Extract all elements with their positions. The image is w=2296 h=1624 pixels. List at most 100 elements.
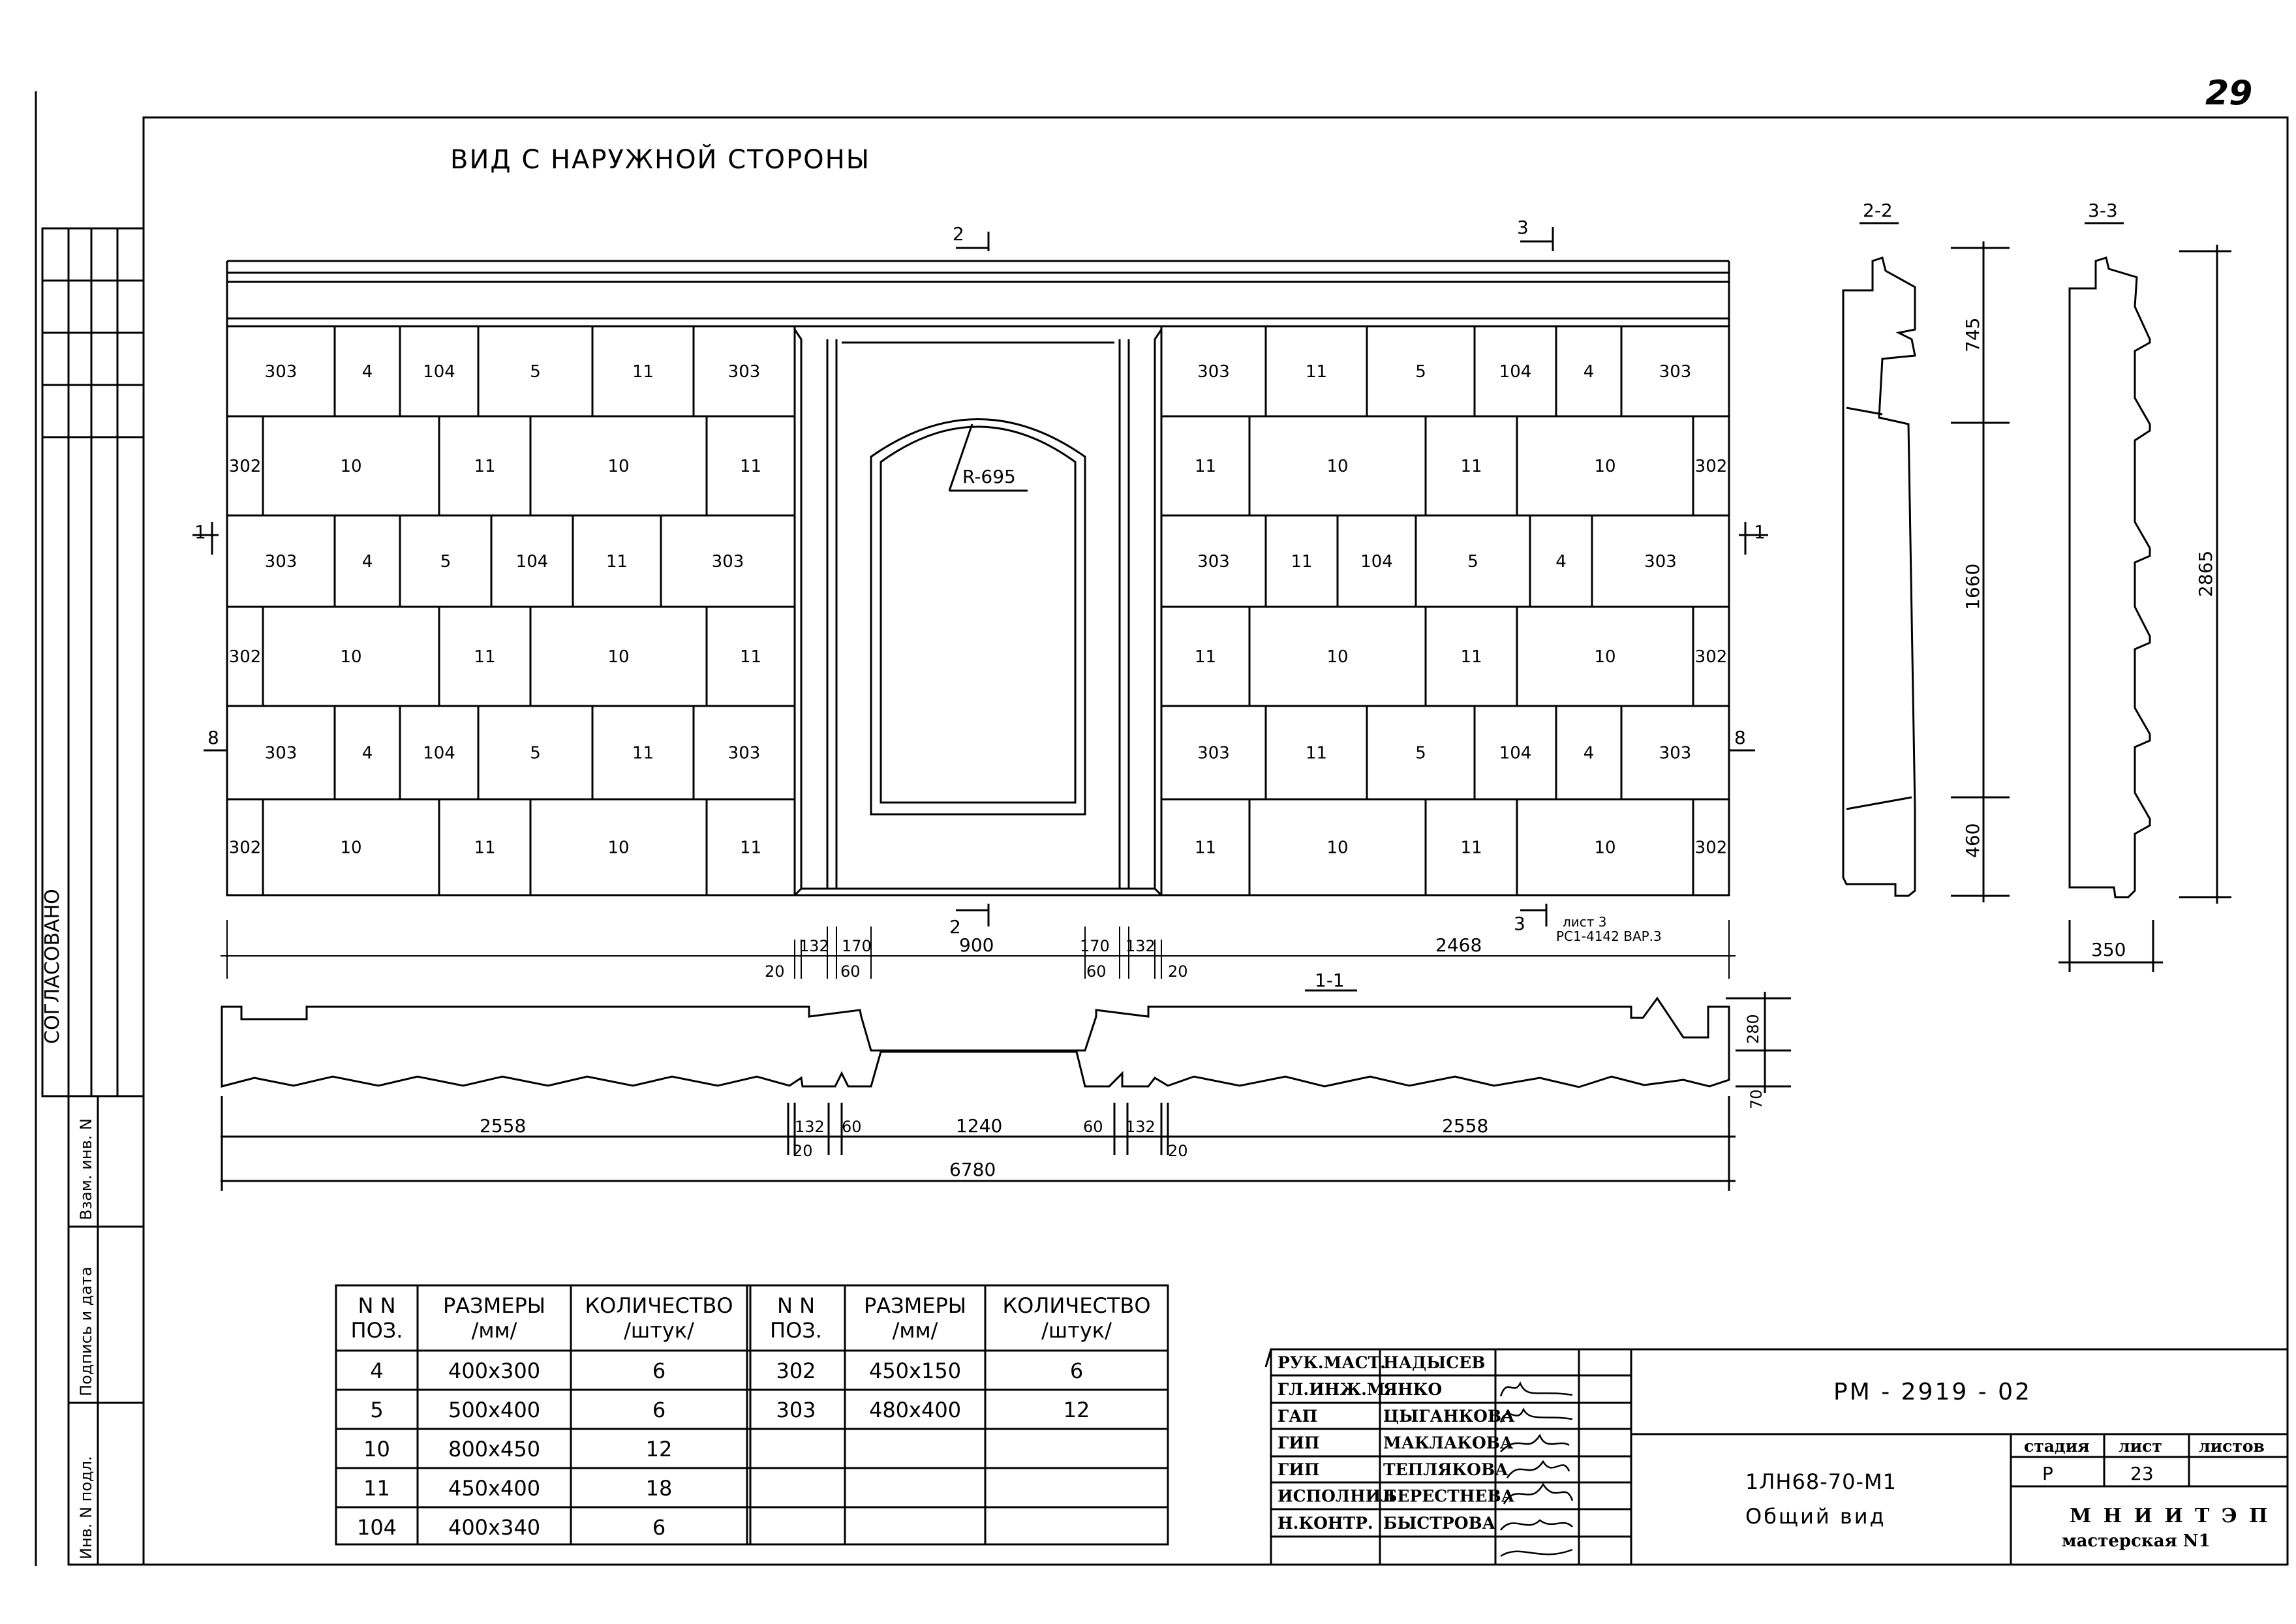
section-mark-1-right: 1 bbox=[1754, 521, 1766, 543]
block-label: 10 bbox=[1594, 838, 1615, 858]
section-title-3-3: 3-3 bbox=[2088, 200, 2118, 221]
dim-plan-1240: 1240 bbox=[956, 1115, 1002, 1137]
block-label: 11 bbox=[632, 362, 654, 382]
block-label: 302 bbox=[229, 457, 262, 476]
spec-cell: 6 bbox=[652, 1358, 666, 1383]
block-label: 11 bbox=[1195, 838, 1216, 858]
dim-top-132-right: 132 bbox=[1125, 937, 1156, 955]
block-label: 10 bbox=[1326, 647, 1348, 667]
spec-header: /мм/ bbox=[472, 1318, 517, 1343]
sheet-value: 23 bbox=[2130, 1463, 2154, 1484]
spec-cell: 500х400 bbox=[448, 1398, 540, 1422]
block-label: 5 bbox=[530, 744, 541, 763]
dim-sec3-2865: 2865 bbox=[2195, 551, 2216, 597]
section-2-2-profile bbox=[1842, 256, 1916, 897]
stamp-name: ЦЫГАНКОВА bbox=[1383, 1407, 1515, 1426]
section-mark-3-top: 3 bbox=[1517, 217, 1529, 238]
block-label: 302 bbox=[1695, 838, 1728, 858]
block-label: 5 bbox=[530, 362, 541, 382]
block-label: 104 bbox=[1499, 362, 1532, 382]
spec-cell: 6 bbox=[1070, 1358, 1083, 1383]
section-title-1-1: 1-1 bbox=[1315, 970, 1345, 991]
block-label: 4 bbox=[362, 362, 373, 382]
dim-sec2-745: 745 bbox=[1962, 318, 1983, 352]
spec-header: /штук/ bbox=[1041, 1318, 1112, 1343]
drawing-code: РМ - 2919 - 02 bbox=[1833, 1379, 2032, 1405]
block-label: 303 bbox=[1644, 552, 1677, 572]
block-label: 11 bbox=[1460, 457, 1482, 476]
right-panel bbox=[1160, 325, 1730, 896]
section-mark-1-left: 1 bbox=[194, 521, 206, 543]
spec-cell: 450х400 bbox=[448, 1476, 540, 1501]
block-label: 11 bbox=[740, 647, 761, 667]
dim-top-20-left: 20 bbox=[765, 962, 785, 981]
stamp-name: БЕРЕСТНЕВА bbox=[1383, 1487, 1515, 1506]
section-mark-8-left: 8 bbox=[207, 727, 219, 748]
signatures bbox=[1499, 1381, 1574, 1557]
block-label: 10 bbox=[1594, 647, 1615, 667]
wall-block bbox=[705, 798, 796, 896]
section-mark-8-right: 8 bbox=[1734, 727, 1746, 748]
section-3-3-profile bbox=[2068, 256, 2151, 898]
spec-header: /штук/ bbox=[624, 1318, 694, 1343]
block-label: 11 bbox=[1195, 647, 1216, 667]
stamp-role: РУК.МАСТ. bbox=[1278, 1353, 1386, 1372]
spec-cell: 6 bbox=[652, 1515, 666, 1540]
sheet-title: Общий вид bbox=[1745, 1504, 1886, 1529]
spec-cell: 12 bbox=[1064, 1398, 1090, 1422]
stamp-label-1: Подпись и дата bbox=[77, 1266, 95, 1396]
section-mark-3-bottom: 3 bbox=[1514, 913, 1525, 934]
dim-plan-60-left: 60 bbox=[842, 1118, 862, 1136]
block-label: 4 bbox=[1555, 552, 1567, 572]
dim-top-60-right: 60 bbox=[1086, 962, 1107, 981]
spec-cell: 302 bbox=[776, 1358, 816, 1383]
dim-plan-280: 280 bbox=[1744, 1014, 1762, 1044]
dim-plan-132-left: 132 bbox=[795, 1118, 825, 1136]
block-label: 10 bbox=[340, 457, 361, 476]
sheet-label: лист bbox=[2119, 1437, 2162, 1456]
dim-plan-70: 70 bbox=[1747, 1089, 1766, 1109]
dim-top-20-right: 20 bbox=[1168, 962, 1188, 981]
stamp-role: ГИП bbox=[1278, 1460, 1320, 1479]
block-label: 104 bbox=[423, 362, 455, 382]
dim-sec2-460: 460 bbox=[1962, 823, 1983, 858]
block-label: 302 bbox=[1695, 647, 1728, 667]
spec-header: РАЗМЕРЫ bbox=[443, 1293, 545, 1318]
section-title-2-2: 2-2 bbox=[1863, 200, 1893, 221]
section-mark-2-bottom: 2 bbox=[949, 916, 961, 938]
block-label: 303 bbox=[728, 362, 761, 382]
spec-cell: 5 bbox=[370, 1398, 383, 1422]
sheet-ref-2: РС1-4142 ВАР.3 bbox=[1556, 928, 1662, 944]
spec-cell: 400х340 bbox=[448, 1515, 540, 1540]
block-label: 4 bbox=[1584, 744, 1595, 763]
block-label: 11 bbox=[632, 744, 654, 763]
plan-outline bbox=[221, 996, 1730, 1088]
dim-sec3-350: 350 bbox=[2091, 939, 2126, 960]
block-label: 302 bbox=[1695, 457, 1728, 476]
page-number: 29 bbox=[2205, 74, 2252, 113]
dim-top-132-left: 132 bbox=[799, 937, 829, 955]
block-label: 303 bbox=[1197, 362, 1230, 382]
block-label: 104 bbox=[516, 552, 549, 572]
spec-cell: 10 bbox=[363, 1437, 390, 1462]
block-label: 5 bbox=[1467, 552, 1478, 572]
block-label: 11 bbox=[1460, 838, 1482, 858]
spec-header: /мм/ bbox=[893, 1318, 938, 1343]
block-label: 4 bbox=[362, 744, 373, 763]
block-label: 10 bbox=[1326, 457, 1348, 476]
block-label: 303 bbox=[1197, 744, 1230, 763]
spec-header: КОЛИЧЕСТВО bbox=[1002, 1293, 1150, 1318]
block-label: 11 bbox=[474, 457, 495, 476]
spec-header: РАЗМЕРЫ bbox=[864, 1293, 966, 1318]
approval-label: СОГЛАСОВАНО bbox=[41, 889, 64, 1044]
wall-block bbox=[1692, 798, 1730, 896]
block-label: 11 bbox=[1306, 744, 1327, 763]
block-label: 11 bbox=[1460, 647, 1482, 667]
spec-header: КОЛИЧЕСТВО bbox=[585, 1293, 733, 1318]
block-label: 303 bbox=[265, 362, 298, 382]
